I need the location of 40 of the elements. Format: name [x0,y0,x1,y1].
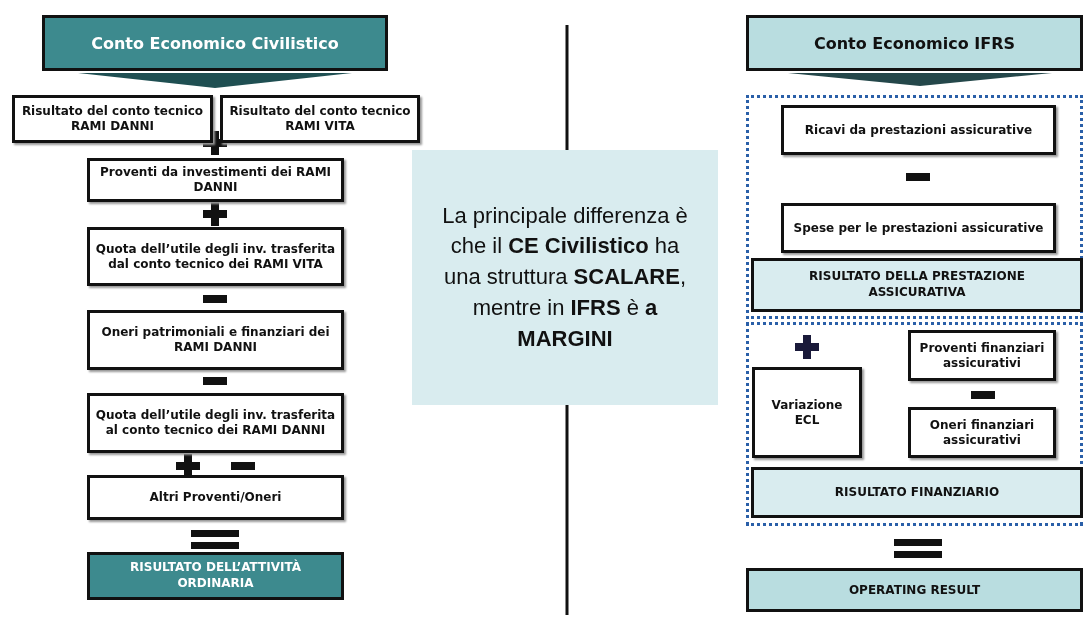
box-label: RISULTATO FINANZIARIO [833,484,1001,501]
process-box [12,95,213,143]
box-label: RISULTATO DELLA PRESTAZIONE ASSICURATIVA [808,269,1026,301]
dashed-group [746,95,1083,319]
result-box [87,552,344,600]
process-box [220,95,420,143]
process-box [87,158,344,202]
process-box [908,407,1056,458]
process-box [87,393,344,453]
box-label: Quota dell’utile degli inv. trasferita al conto tecnico dei RAMI DANNI [94,408,337,438]
box-label: Spese per le prestazioni assicurative [792,220,1045,236]
result-box [746,568,1083,612]
result-box [751,258,1083,312]
process-box [908,330,1056,381]
box-label: OPERATING RESULT [848,583,981,597]
header-banner [746,15,1083,71]
box-label: Ricavi da prestazioni assicurative [803,122,1034,138]
header-title: Conto Economico IFRS [813,33,1016,53]
note-text: La principale differenza è che il CE Civilistico ha una struttura SCALARE, mentre in IFRS è a MARGINI [441,201,689,353]
header-title: Conto Economico Civilistico [91,33,339,53]
box-label: Proventi finanziari assicurativi [918,340,1046,371]
dashed-group [746,322,1083,526]
box-label: Risultato del conto tecnico RAMI DANNI [20,104,205,134]
process-box [87,310,344,370]
process-box [781,105,1056,155]
box-label: Variazione ECL [770,397,844,428]
box-label: Oneri finanziari assicurativi [928,417,1036,448]
process-box [781,203,1056,253]
box-label: Altri Proventi/Oneri [148,490,283,505]
process-box [87,227,344,286]
result-box [751,467,1083,518]
box-label: Oneri patrimoniali e finanziari dei RAMI DANNI [100,325,331,355]
box-label: Proventi da investimenti dei RAMI DANNI [98,165,333,195]
box-label: Risultato del conto tecnico RAMI VITA [228,104,412,134]
process-box [87,475,344,520]
note-panel [412,150,718,405]
box-label: Quota dell’utile degli inv. trasferita dal conto tecnico dei RAMI VITA [94,241,337,272]
header-banner [42,15,388,71]
box-label: RISULTATO DELL’ATTIVITÀ ORDINARIA [129,560,302,592]
process-box [752,367,862,458]
